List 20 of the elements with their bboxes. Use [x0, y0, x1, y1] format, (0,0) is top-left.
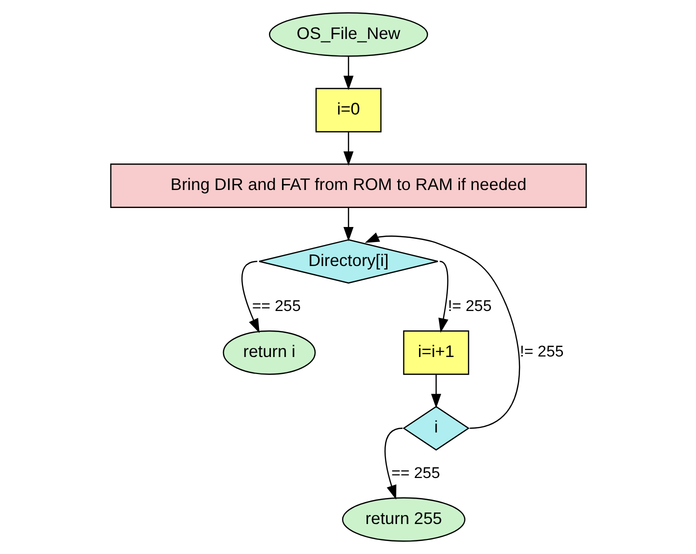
arrow	[384, 428, 402, 500]
node-box: i=0	[314, 88, 382, 132]
node-box: i=i+1	[402, 330, 469, 375]
arrow	[240, 260, 260, 334]
edge-label: != 255	[519, 344, 564, 361]
node-box: Bring DIR and FAT from ROM to RAM if needed	[110, 164, 586, 208]
node-diamond: Directory[i]	[258, 239, 438, 284]
node-diamond: i	[402, 406, 470, 451]
arrow	[342, 208, 354, 242]
edge-label: == 255	[252, 298, 300, 316]
node-ellipse: return 255	[342, 497, 465, 542]
arrow	[364, 232, 520, 429]
arrow	[342, 56, 354, 90]
arrow	[342, 132, 354, 166]
edge-label: != 255	[447, 298, 492, 316]
edge-label: == 255	[390, 464, 440, 482]
node-ellipse: OS_File_New	[268, 12, 428, 57]
arrow	[438, 260, 448, 333]
node-ellipse: return i	[222, 330, 316, 375]
arrow	[430, 374, 441, 408]
